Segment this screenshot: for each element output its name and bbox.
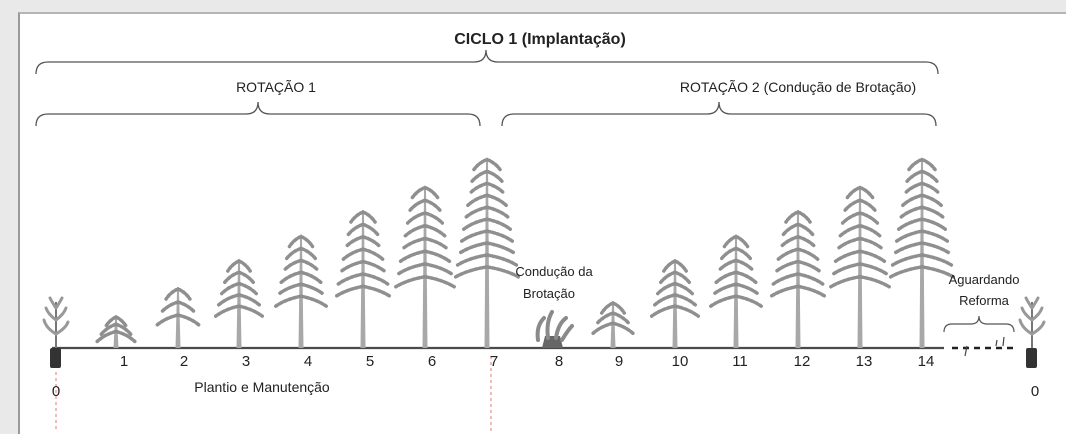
tree [274, 234, 328, 348]
rotation1-title: ROTAÇÃO 1 [236, 79, 316, 95]
rotation1-bracket [35, 101, 481, 127]
cycle-title: CICLO 1 (Implantação) [454, 31, 626, 48]
tree [649, 259, 701, 348]
coppice-label-line2: Brotação [523, 286, 575, 301]
diagram-panel [18, 12, 1066, 434]
waiting-stubble [964, 336, 1005, 357]
tick-label: 10 [672, 353, 689, 370]
waiting-label-line2: Reforma [959, 293, 1010, 308]
tick-label: 8 [555, 353, 563, 370]
tick-label: 9 [615, 353, 623, 370]
brackets [35, 49, 1015, 333]
tick-label: 14 [918, 353, 935, 370]
tick-label: 13 [856, 353, 873, 370]
tick-label: 11 [732, 353, 748, 370]
tree [155, 287, 201, 348]
cycle-bracket [35, 49, 939, 75]
tree [769, 210, 827, 348]
seedling-left [42, 296, 70, 368]
tree [95, 315, 137, 348]
rotation2-bracket [501, 101, 937, 127]
tree [709, 234, 763, 348]
tree [829, 185, 891, 348]
tick-label: 6 [428, 353, 436, 370]
waiting-label-line1: Aguardando [949, 272, 1020, 287]
tick-label: 2 [180, 353, 188, 370]
tree [453, 157, 521, 348]
planting-label: Plantio e Manutenção [194, 379, 330, 395]
tick-label: 3 [242, 353, 250, 370]
axis-tick-labels: 1 2 3 4 5 6 7 8 9 10 11 12 13 14 0 0 [52, 353, 1039, 400]
tree [591, 301, 635, 348]
tick-label: 7 [490, 353, 498, 370]
tick-label: 12 [794, 353, 811, 370]
tree [334, 210, 392, 348]
tick-label: 4 [304, 353, 312, 370]
tree [888, 157, 956, 348]
start-label: 0 [52, 383, 60, 400]
coppice-stump [535, 310, 574, 348]
end-label: 0 [1031, 383, 1039, 400]
tick-label: 5 [366, 353, 374, 370]
tick-label: 1 [120, 353, 128, 370]
tree [394, 185, 456, 348]
trees [95, 157, 956, 348]
tree [213, 259, 265, 348]
coppice-label-line1: Condução da [515, 264, 593, 279]
waiting-bracket [943, 315, 1015, 333]
seedling-right [1018, 296, 1046, 368]
rotation2-title: ROTAÇÃO 2 (Condução de Brotação) [680, 79, 916, 95]
